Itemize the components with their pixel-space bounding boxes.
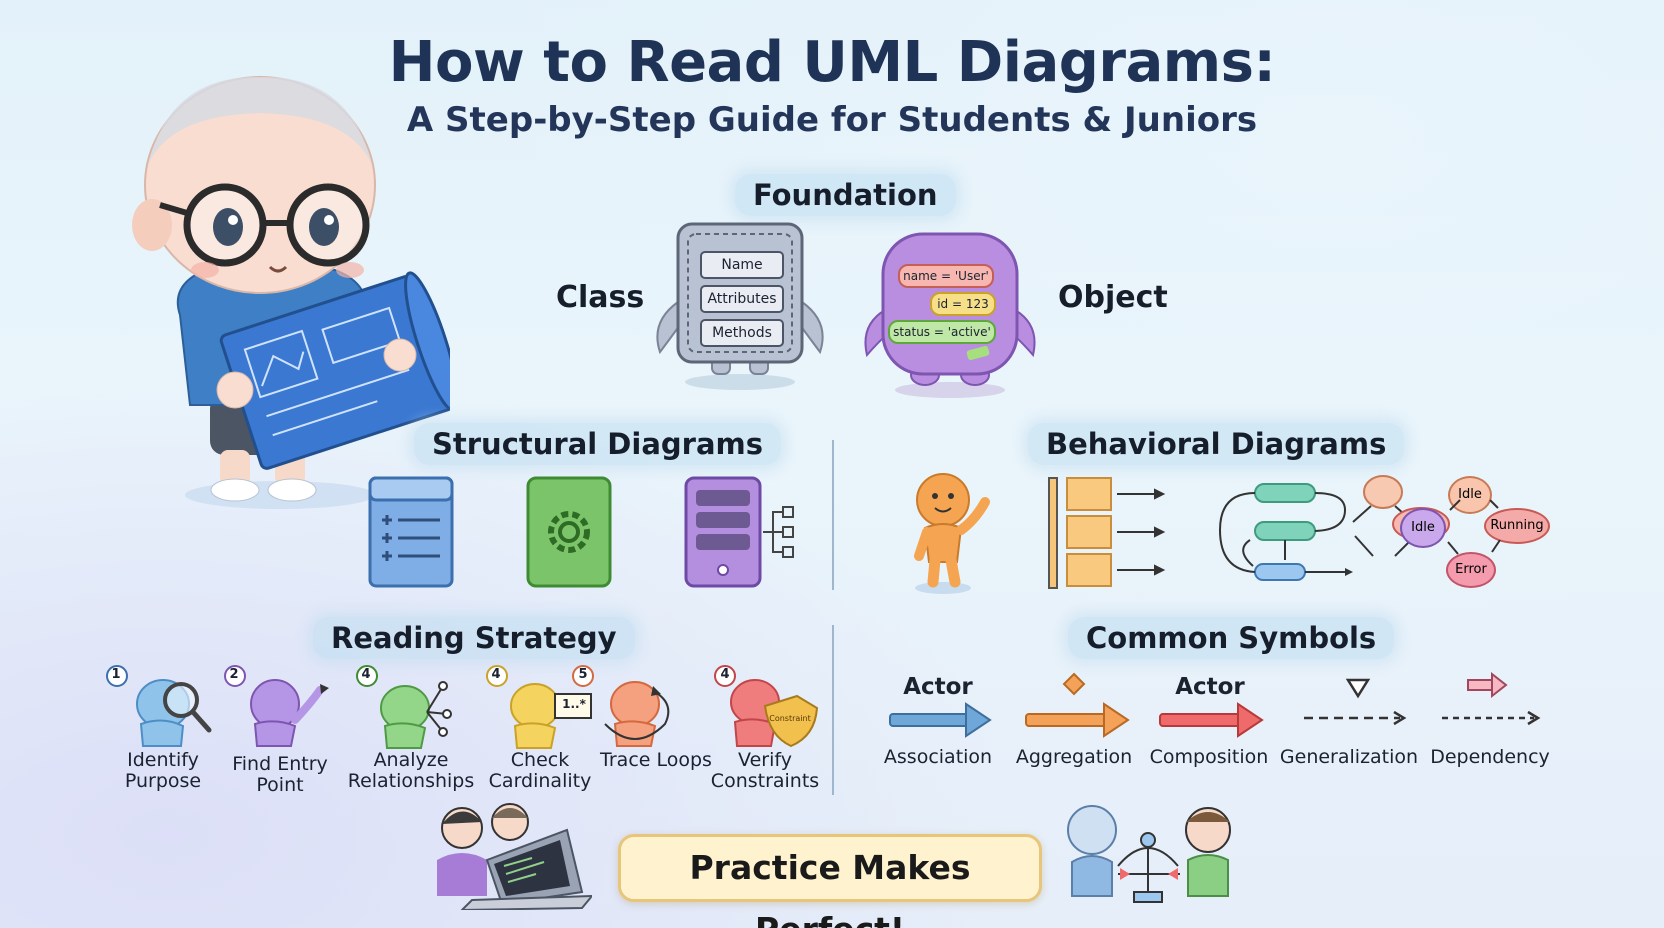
composition-arrow: [1159, 702, 1264, 738]
aggregation-label: Aggregation: [1015, 746, 1133, 768]
activity-diagram-icon: [1218, 483, 1353, 581]
class-attributes-compartment: Attributes: [700, 285, 784, 313]
step-3-number: 4: [361, 667, 371, 682]
deployment-diagram-icon: [684, 476, 794, 588]
step-2-number: 2: [229, 667, 239, 682]
state-idle-top: Idle: [1448, 476, 1492, 514]
step-3-label: Analyze Relationships: [347, 749, 475, 792]
association-top-label: Actor: [903, 674, 973, 700]
dependency-label: Dependency: [1430, 746, 1550, 768]
step-1-magnifier-character: [106, 665, 212, 747]
composition-label: Composition: [1149, 746, 1269, 768]
dependency-arrow: [1442, 672, 1541, 726]
vertical-divider-upper: [832, 440, 834, 590]
mascot-reading-blueprint: [132, 76, 450, 509]
step-6-label: Verify Constraints: [710, 749, 820, 792]
symbol-arrows: [889, 672, 1541, 738]
collaborating-characters-illustration: [1067, 805, 1231, 903]
foundation-heading: Foundation: [735, 174, 956, 216]
vertical-divider-lower: [832, 625, 834, 795]
object-field-name: name = 'User': [898, 264, 994, 288]
behavioral-heading: Behavioral Diagrams: [1028, 423, 1405, 465]
step-4-cardinality-character: [486, 665, 592, 749]
state-idle-left: Idle: [1400, 508, 1446, 548]
state-error: Error: [1446, 552, 1496, 588]
generalization-label: Generalization: [1279, 746, 1419, 768]
students-laptop-illustration: [437, 803, 592, 910]
step-4-label: Check Cardinality: [488, 749, 592, 792]
class-methods-compartment: Methods: [700, 319, 784, 347]
step-1-number: 1: [111, 667, 121, 682]
behavioral-icons: [914, 473, 1450, 594]
step-1-label: Identify Purpose: [124, 749, 202, 792]
step-3-relationships-character: [356, 665, 452, 749]
reading-strategy-heading: Reading Strategy: [313, 617, 635, 659]
practice-banner: Practice Makes Perfect!: [618, 834, 1042, 928]
step-6-constraints-character: [714, 665, 819, 748]
association-arrow: [889, 702, 992, 738]
page-subtitle: A Step-by-Step Guide for Students & Juni…: [406, 100, 1258, 140]
component-diagram-icon: [526, 476, 612, 588]
class-name-compartment: Name: [700, 251, 784, 279]
step-5-number: 5: [578, 667, 588, 682]
step-2-label: Find Entry Point: [232, 753, 328, 796]
step-4-number: 4: [491, 667, 501, 682]
object-field-status: status = 'active': [888, 320, 996, 344]
structural-icons: [368, 476, 794, 588]
object-field-id: id = 123: [930, 292, 996, 316]
object-label: Object: [1058, 280, 1168, 315]
association-label: Association: [883, 746, 993, 768]
common-symbols-heading: Common Symbols: [1068, 617, 1395, 659]
step-2-pointing-character: [224, 665, 329, 747]
sequence-diagram-icon: [1048, 477, 1166, 589]
class-diagram-icon: [368, 476, 454, 588]
structural-heading: Structural Diagrams: [414, 423, 781, 465]
use-case-actor-icon: [914, 473, 990, 594]
page-title: How to Read UML Diagrams:: [388, 30, 1276, 95]
class-label: Class: [556, 280, 645, 315]
state-transitions: [1447, 499, 1501, 555]
aggregation-arrow: [1025, 672, 1130, 738]
cardinality-tag: 1..*: [562, 697, 586, 711]
step-5-loops-character: [572, 665, 670, 747]
composition-top-label: Actor: [1175, 674, 1245, 700]
constraint-tag: Constraint: [769, 714, 811, 723]
generalization-arrow: [1304, 678, 1407, 726]
step-6-number: 4: [720, 667, 730, 682]
reading-strategy-characters: [106, 665, 819, 749]
step-5-label: Trace Loops: [600, 749, 712, 771]
state-running: Running: [1484, 508, 1550, 544]
